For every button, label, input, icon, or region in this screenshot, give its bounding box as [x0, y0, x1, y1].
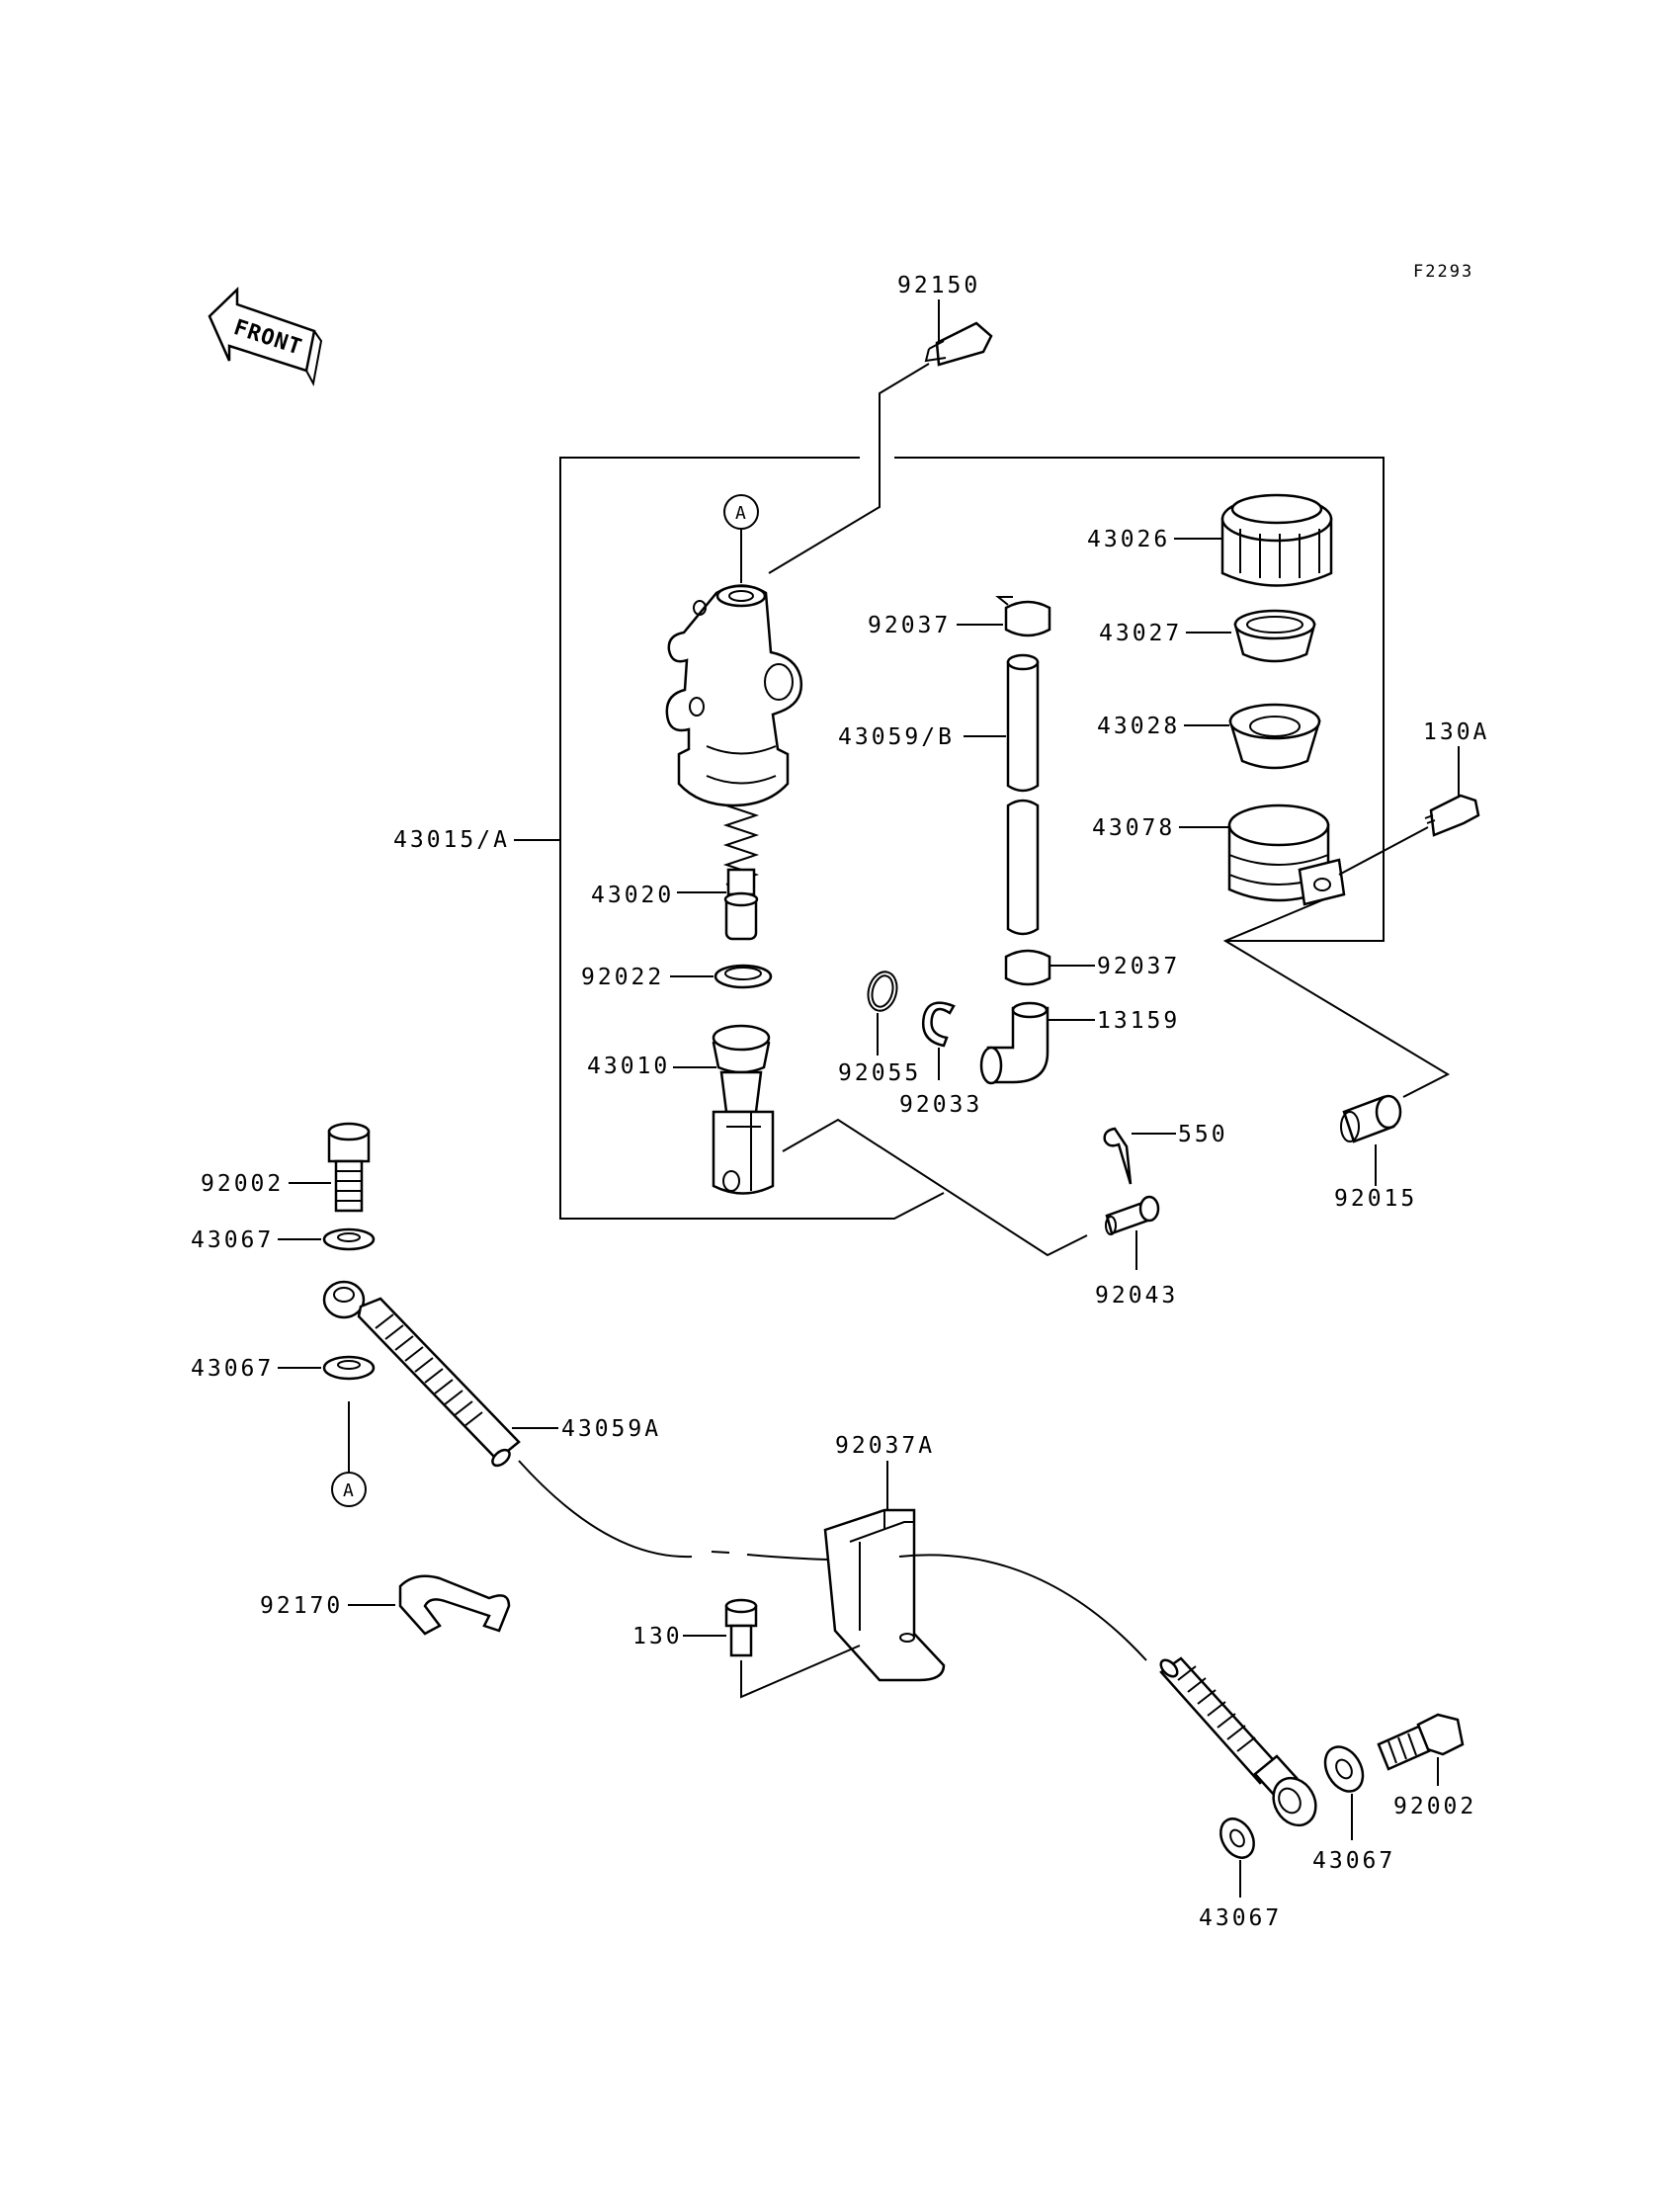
label-92037-top: 92037	[868, 613, 951, 638]
part-43067-washer-2: 43067 A	[191, 1355, 376, 1507]
label-92150: 92150	[897, 273, 980, 298]
front-arrow-icon: FRONT	[208, 287, 323, 386]
part-92150: 92150	[768, 273, 993, 574]
label-43015a: 43015/A	[393, 827, 510, 853]
label-130a: 130A	[1423, 719, 1489, 745]
part-130a-bolt: 130A	[1423, 719, 1489, 837]
part-92043-pin: 92043	[1095, 1195, 1178, 1309]
label-92037-bot: 92037	[1097, 954, 1180, 979]
label-43059b: 43059/B	[838, 724, 955, 750]
label-43026: 43026	[1087, 527, 1170, 552]
label-43067-3: 43067	[1312, 1848, 1395, 1874]
label-43027: 43027	[1099, 621, 1182, 646]
label-92043: 92043	[1095, 1283, 1178, 1309]
part-43059b-hose: 43059/B	[838, 653, 1040, 936]
part-43078-reservoir: 43078	[1092, 803, 1451, 1098]
part-43067-washer-4: 43067	[1199, 1817, 1282, 1931]
label-43059a: 43059A	[561, 1416, 661, 1442]
label-43010: 43010	[587, 1054, 670, 1079]
part-92033-snapring: 92033	[899, 1001, 982, 1118]
part-43059a-hose: 43059A	[322, 1280, 829, 1561]
label-43067-1: 43067	[191, 1227, 274, 1253]
label-92002-bot: 92002	[1393, 1794, 1476, 1819]
part-550-cotter-pin: 550	[1103, 1122, 1228, 1185]
part-43067-washer-3: 43067	[1312, 1745, 1395, 1874]
label-43067-2: 43067	[191, 1356, 274, 1382]
part-43020-spring: 43020	[591, 804, 760, 941]
figure-code: F2293	[1413, 262, 1473, 282]
part-43067-washer-1: 43067	[191, 1227, 376, 1253]
label-43020: 43020	[591, 883, 674, 908]
part-92015-bushing: 92015	[1334, 1094, 1417, 1212]
label-92002-top: 92002	[201, 1171, 284, 1197]
part-92037-clamp-bottom: 92037	[1004, 949, 1180, 986]
part-43010-pushrod: 43010	[587, 1024, 1088, 1257]
label-130: 130	[632, 1624, 683, 1649]
part-43028-diaphragm: 43028	[1097, 703, 1321, 770]
part-13159-elbow: 13159	[979, 1001, 1180, 1085]
label-43067-4: 43067	[1199, 1905, 1282, 1931]
ref-marker-label: A	[735, 503, 746, 524]
ref-marker-a-top: A	[723, 494, 759, 583]
label-92033: 92033	[899, 1092, 982, 1118]
label-550: 550	[1178, 1122, 1228, 1147]
part-130-bolt: 130	[632, 1598, 861, 1699]
label-92022: 92022	[581, 965, 664, 990]
part-92002-bolt-bottom: 92002	[1377, 1713, 1476, 1819]
assembly-box	[514, 457, 1385, 1220]
part-92170-clamp: 92170	[260, 1574, 511, 1636]
part-92022-circlip: 92022	[581, 964, 773, 990]
part-43059a-hose-lower	[1159, 1656, 1317, 1827]
part-92055-oring: 92055	[838, 971, 921, 1086]
label-92015: 92015	[1334, 1186, 1417, 1212]
part-92037a-bracket: 92037A	[823, 1433, 1147, 1682]
label-92037a: 92037A	[835, 1433, 935, 1459]
ref-marker-label: A	[343, 1480, 354, 1501]
label-43078: 43078	[1092, 815, 1175, 841]
part-43027-plate: 43027	[1099, 609, 1316, 663]
part-92037-clamp-top: 92037	[868, 596, 1051, 638]
part-43026-cap: 43026	[1087, 493, 1333, 587]
label-92170: 92170	[260, 1593, 343, 1619]
label-92055: 92055	[838, 1060, 921, 1086]
label-13159: 13159	[1097, 1008, 1180, 1034]
part-43015a-cylinder: 43015/A	[393, 584, 803, 853]
label-43028: 43028	[1097, 714, 1180, 739]
part-92002-bolt-top: 92002	[201, 1122, 371, 1213]
